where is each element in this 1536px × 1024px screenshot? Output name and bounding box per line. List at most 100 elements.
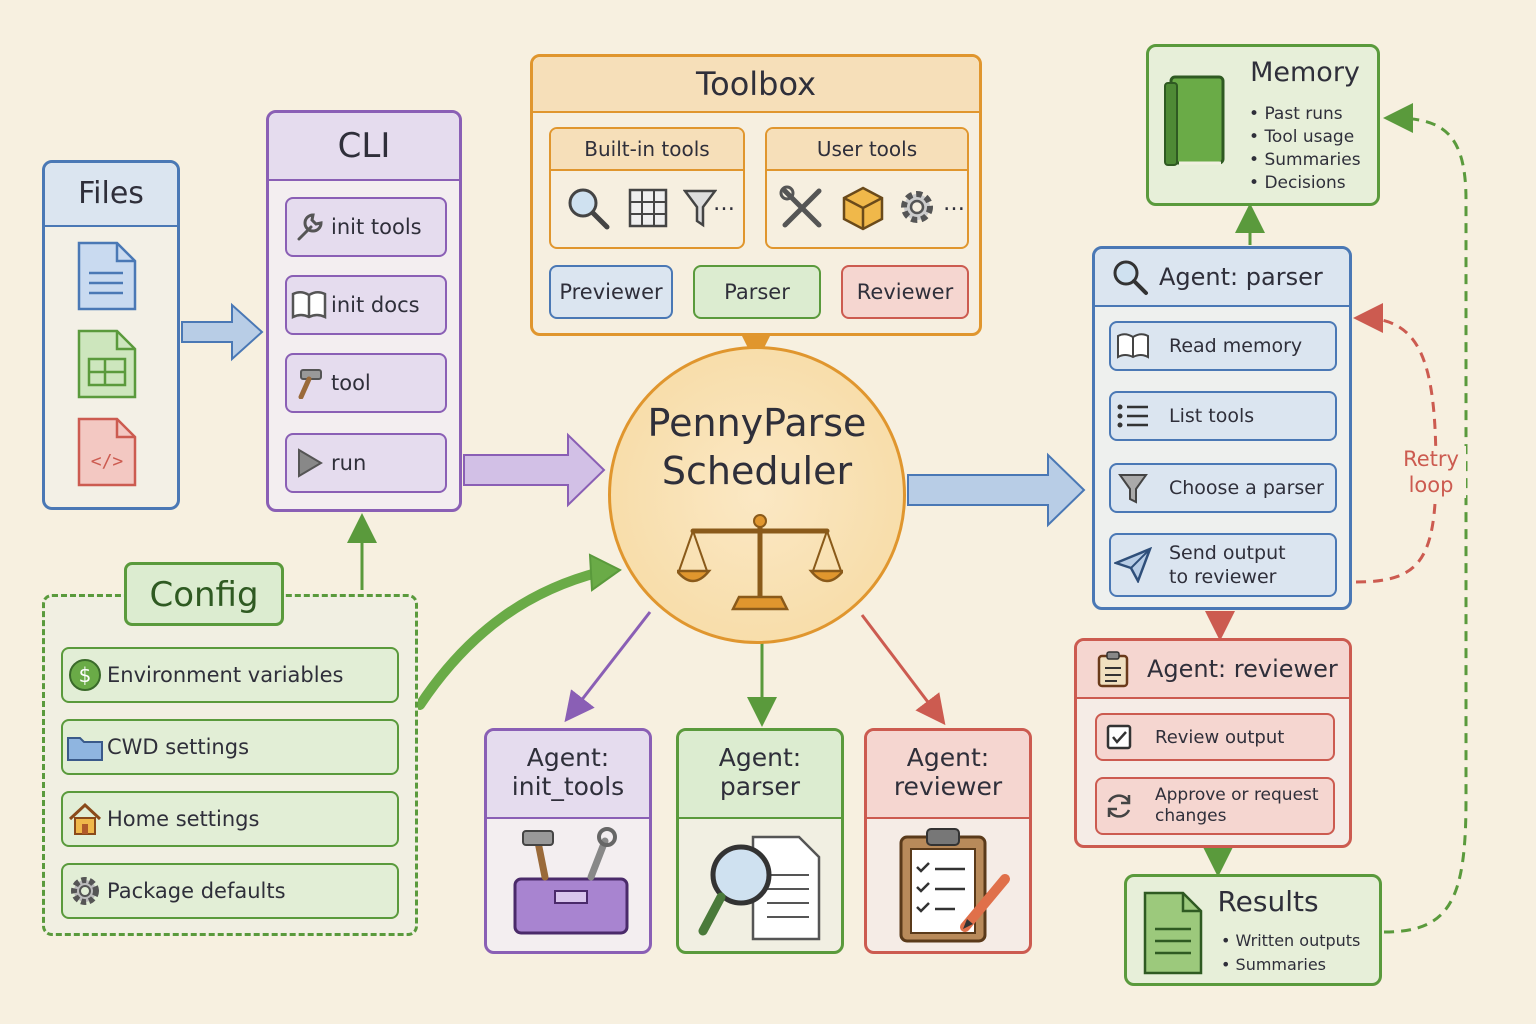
config-item-label: Home settings bbox=[107, 807, 260, 831]
previewer-chip[interactable]: Previewer bbox=[549, 265, 673, 319]
files-panel: Files </> bbox=[42, 160, 180, 510]
cli-item-label: init tools bbox=[331, 215, 422, 239]
builtin-tools-title: Built-in tools bbox=[551, 129, 743, 171]
checkbox-icon bbox=[1097, 723, 1141, 751]
agent-reviewer-bottom-panel: Agent: reviewer bbox=[864, 728, 1032, 954]
agent-reviewer-title: Agent: reviewer bbox=[1147, 655, 1338, 683]
agent-init-tools-panel: Agent: init_tools bbox=[484, 728, 652, 954]
step-choose-parser: Choose a parser bbox=[1109, 463, 1337, 513]
hammer-icon bbox=[287, 367, 331, 399]
cli-tool-button[interactable]: tool bbox=[285, 353, 447, 413]
cli-panel: CLI init tools init docs tool run bbox=[266, 110, 462, 512]
agent-parser-bottom-panel: Agent: parser bbox=[676, 728, 844, 954]
config-item-label: Environment variables bbox=[107, 663, 344, 687]
results-document-icon bbox=[1143, 891, 1203, 975]
house-icon bbox=[63, 802, 107, 836]
config-item-label: Package defaults bbox=[107, 879, 286, 903]
dollar-icon: $ bbox=[63, 658, 107, 692]
agent-parser-panel: Agent: parser Read memory List tools Cho… bbox=[1092, 246, 1352, 610]
cli-init-docs-button[interactable]: init docs bbox=[285, 275, 447, 335]
feedback-loop-arrow bbox=[1383, 103, 1468, 934]
agent-reviewer-bottom-title: Agent: reviewer bbox=[867, 731, 1029, 819]
builtin-tools-group: Built-in tools … bbox=[549, 127, 745, 249]
clipboard-checklist-icon bbox=[899, 828, 1010, 943]
memory-title: Memory bbox=[1250, 57, 1360, 88]
arrow-cli-to-scheduler bbox=[463, 432, 606, 508]
memory-book-icon bbox=[1164, 75, 1225, 166]
toolbox-panel: Toolbox Built-in tools … User tools … Pr… bbox=[530, 54, 982, 336]
config-cwd-settings[interactable]: CWD settings bbox=[61, 719, 399, 775]
scheduler-title-line1: PennyParse bbox=[647, 401, 867, 445]
user-tools-title: User tools bbox=[767, 129, 967, 171]
agent-parser-header: Agent: parser bbox=[1095, 249, 1349, 307]
wrench-icon bbox=[287, 211, 331, 243]
agent-reviewer-header: Agent: reviewer bbox=[1077, 641, 1349, 699]
clipboard-icon bbox=[1097, 651, 1129, 688]
gear-icon bbox=[63, 873, 107, 909]
parser-chip[interactable]: Parser bbox=[693, 265, 821, 319]
spreadsheet-file-icon bbox=[77, 329, 137, 399]
package-cube-icon[interactable] bbox=[841, 185, 885, 231]
svg-text:</>: </> bbox=[91, 451, 124, 472]
cli-run-button[interactable]: run bbox=[285, 433, 447, 493]
agent-parser-title: Agent: parser bbox=[1159, 263, 1323, 291]
agent-init-tools-title: Agent: init_tools bbox=[487, 731, 649, 819]
arrow-to-agent-reviewer bbox=[860, 614, 946, 726]
more-user-tools[interactable]: … bbox=[943, 191, 965, 216]
code-file-icon: </> bbox=[77, 417, 137, 487]
step-list-tools: List tools bbox=[1109, 391, 1337, 441]
arrow-to-agent-init-tools bbox=[564, 611, 652, 723]
list-icon bbox=[1111, 403, 1155, 429]
cli-item-label: run bbox=[331, 451, 367, 475]
retry-loop-label: Retry loop bbox=[1396, 446, 1466, 498]
table-grid-icon[interactable] bbox=[627, 187, 669, 229]
refresh-icon bbox=[1097, 790, 1141, 822]
arrow-config-to-scheduler bbox=[415, 567, 605, 710]
config-title: Config bbox=[124, 562, 284, 626]
scheduler-title-line2: Scheduler bbox=[661, 449, 853, 493]
play-icon bbox=[287, 447, 331, 479]
toolbox-title: Toolbox bbox=[533, 57, 979, 113]
more-builtin-tools[interactable]: … bbox=[713, 191, 735, 216]
memory-panel: Memory Past runs Tool usage Summaries De… bbox=[1146, 44, 1380, 206]
retry-loop-arrow bbox=[1353, 303, 1438, 584]
step-approve-or-request: Approve or request changes bbox=[1095, 777, 1335, 835]
svg-text:$: $ bbox=[79, 663, 92, 687]
book-icon bbox=[1111, 332, 1155, 360]
book-icon bbox=[287, 290, 331, 320]
files-title: Files bbox=[45, 163, 177, 227]
config-env-vars[interactable]: $ Environment variables bbox=[61, 647, 399, 703]
cli-init-tools-button[interactable]: init tools bbox=[285, 197, 447, 257]
cli-item-label: init docs bbox=[331, 293, 420, 317]
send-plane-icon bbox=[1111, 547, 1155, 583]
agent-parser-bottom-title: Agent: parser bbox=[679, 731, 841, 819]
step-read-memory: Read memory bbox=[1109, 321, 1337, 371]
cli-item-label: tool bbox=[331, 371, 371, 395]
filter-icon bbox=[1111, 472, 1155, 504]
step-send-output: Send output to reviewer bbox=[1109, 533, 1337, 597]
user-tools-group: User tools … bbox=[765, 127, 969, 249]
document-search-icon bbox=[698, 835, 821, 941]
arrow-files-to-cli bbox=[181, 302, 264, 362]
arrow-scheduler-to-agent-parser bbox=[907, 452, 1086, 528]
config-package-defaults[interactable]: Package defaults bbox=[61, 863, 399, 919]
config-home-settings[interactable]: Home settings bbox=[61, 791, 399, 847]
magnifier-icon[interactable] bbox=[565, 185, 611, 231]
results-title: Results bbox=[1217, 885, 1319, 918]
magnifier-icon bbox=[1113, 260, 1148, 295]
step-review-output: Review output bbox=[1095, 713, 1335, 761]
gear-icon[interactable] bbox=[895, 185, 939, 229]
results-bullets: Written outputs Summaries bbox=[1221, 929, 1361, 977]
config-panel: $ Environment variables CWD settings Hom… bbox=[42, 594, 418, 936]
agent-reviewer-panel: Agent: reviewer Review output Approve or… bbox=[1074, 638, 1352, 848]
tools-cross-icon[interactable] bbox=[779, 185, 825, 231]
filter-icon[interactable] bbox=[683, 187, 717, 229]
folder-icon bbox=[63, 732, 107, 762]
text-file-icon bbox=[77, 241, 137, 311]
scales-icon bbox=[677, 514, 843, 611]
memory-bullets: Past runs Tool usage Summaries Decisions bbox=[1249, 103, 1360, 195]
reviewer-chip[interactable]: Reviewer bbox=[841, 265, 969, 319]
results-panel: Results Written outputs Summaries bbox=[1124, 874, 1382, 986]
toolbox-icon bbox=[513, 827, 629, 935]
